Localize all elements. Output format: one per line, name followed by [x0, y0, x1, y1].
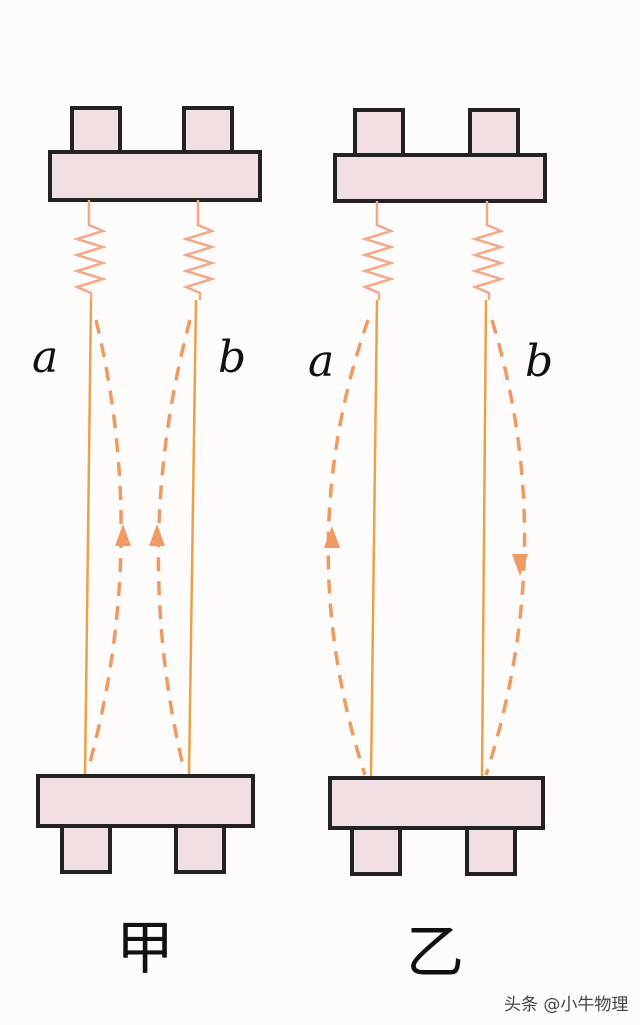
wire-a	[83, 299, 93, 777]
bottom-bar	[36, 774, 255, 828]
arrow-up-icon	[149, 524, 165, 546]
bottom-post-left	[350, 826, 402, 876]
label-b: b	[525, 336, 553, 387]
label-a: a	[308, 336, 334, 387]
figure-jia: a b 甲	[32, 106, 262, 982]
top-post-left	[353, 108, 405, 158]
caption-yi: 乙	[406, 918, 464, 986]
label-b: b	[218, 332, 246, 383]
arrow-up-icon	[324, 526, 340, 548]
wire-b	[187, 299, 198, 777]
label-a: a	[32, 332, 58, 383]
caption-jia: 甲	[116, 914, 174, 982]
top-post-right	[468, 108, 520, 158]
top-post-right	[182, 106, 234, 156]
spring-b	[181, 200, 217, 300]
bottom-bar	[328, 776, 545, 830]
figure-yi: a b 乙	[308, 108, 553, 986]
bottom-post-left	[60, 824, 112, 874]
top-bar	[333, 153, 547, 203]
spring-a	[72, 200, 108, 300]
bottom-post-right	[174, 824, 226, 874]
deflected-wire-b	[484, 319, 527, 776]
spring-a	[360, 201, 396, 300]
bottom-post-right	[465, 826, 517, 876]
wire-b	[480, 299, 488, 779]
arrow-up-icon	[115, 524, 131, 546]
spring-b	[470, 201, 506, 300]
top-post-left	[70, 106, 122, 156]
top-bar	[48, 150, 262, 202]
arrow-down-icon	[512, 554, 528, 576]
watermark: 头条 @小牛物理	[504, 995, 628, 1015]
wire-a	[369, 299, 379, 779]
